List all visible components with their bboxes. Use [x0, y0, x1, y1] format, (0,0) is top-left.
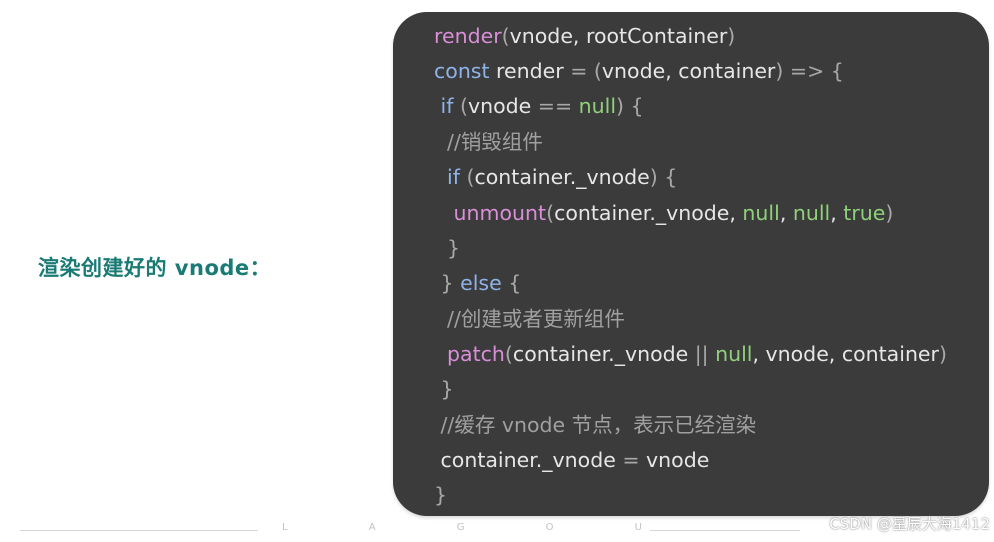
- footer-divider-right: [650, 530, 800, 531]
- code-token: vnode, rootContainer: [509, 24, 728, 48]
- code-token: }: [434, 483, 448, 507]
- code-line-6: unmount(container._vnode, null, null, tr…: [434, 196, 894, 230]
- code-token: container._vnode: [474, 165, 650, 189]
- code-token: null: [715, 342, 753, 366]
- code-token: ) => {: [775, 59, 844, 83]
- code-line-12: //缓存 vnode 节点，表示已经渲染: [434, 408, 757, 442]
- code-token: patch: [434, 342, 505, 366]
- footer-brand-letter: G: [456, 522, 465, 533]
- code-token: render: [434, 24, 502, 48]
- code-token: ,: [779, 201, 793, 225]
- footer-divider-left: [20, 530, 258, 531]
- code-token: unmount: [434, 201, 547, 225]
- code-token: (: [501, 24, 510, 48]
- code-token: else: [460, 271, 502, 295]
- code-token: vnode: [467, 94, 538, 118]
- code-panel: render(vnode, rootContainer)const render…: [393, 12, 989, 516]
- code-token: ) {: [616, 94, 644, 118]
- code-line-13: container._vnode = vnode: [434, 443, 710, 477]
- code-line-9: //创建或者更新组件: [434, 302, 625, 336]
- code-token: ) {: [649, 165, 678, 189]
- code-line-5: if (container._vnode) {: [434, 160, 677, 194]
- code-token: (: [459, 165, 475, 189]
- code-token: ==: [537, 94, 579, 118]
- code-line-14: }: [434, 478, 447, 512]
- code-token: }: [434, 271, 461, 295]
- code-token: null: [792, 201, 831, 225]
- code-token: ): [938, 342, 947, 366]
- code-token: if: [434, 94, 454, 118]
- code-token: container._vnode: [434, 448, 623, 472]
- code-token: ): [885, 201, 894, 225]
- code-line-1: render(vnode, rootContainer): [434, 19, 735, 53]
- code-token: (: [453, 94, 468, 118]
- footer-brand-letter: U: [634, 522, 642, 533]
- code-token: container._vnode: [512, 342, 695, 366]
- code-token: =: [622, 448, 647, 472]
- footer-brand-letter: O: [545, 522, 554, 533]
- code-token: ): [727, 24, 736, 48]
- code-token: render: [489, 59, 571, 83]
- code-line-11: }: [434, 372, 454, 406]
- code-token: {: [501, 271, 522, 295]
- code-token: true: [843, 201, 886, 225]
- code-token: null: [742, 201, 780, 225]
- code-token: (: [546, 201, 555, 225]
- slide-heading: 渲染创建好的 vnode：: [38, 256, 272, 280]
- footer-brand-letter: L: [282, 522, 288, 533]
- code-token: //销毁组件: [434, 130, 543, 154]
- code-token: vnode, container: [601, 59, 776, 83]
- code-token: if: [434, 165, 460, 189]
- code-token: , vnode, container: [752, 342, 939, 366]
- code-token: vnode: [646, 448, 710, 472]
- csdn-watermark: CSDN @星辰大海1412: [829, 515, 990, 533]
- code-token: //缓存 vnode 节点，表示已经渲染: [434, 413, 757, 437]
- code-line-4: //销毁组件: [434, 125, 543, 159]
- code-line-8: } else {: [434, 266, 522, 300]
- code-line-7: }: [434, 231, 460, 265]
- code-token: }: [434, 236, 461, 260]
- code-token: //创建或者更新组件: [434, 307, 625, 331]
- code-token: container._vnode,: [554, 201, 743, 225]
- code-token: (: [504, 342, 513, 366]
- code-line-10: patch(container._vnode || null, vnode, c…: [434, 337, 947, 371]
- footer-brand-letter: A: [368, 522, 376, 533]
- code-token: ||: [694, 342, 716, 366]
- code-line-2: const render = (vnode, container) => {: [434, 54, 844, 88]
- code-line-3: if (vnode == null) {: [434, 89, 644, 123]
- code-token: = (: [570, 59, 602, 83]
- code-token: ,: [830, 201, 844, 225]
- code-token: }: [434, 377, 454, 401]
- code-token: const: [434, 59, 490, 83]
- code-token: null: [578, 94, 617, 118]
